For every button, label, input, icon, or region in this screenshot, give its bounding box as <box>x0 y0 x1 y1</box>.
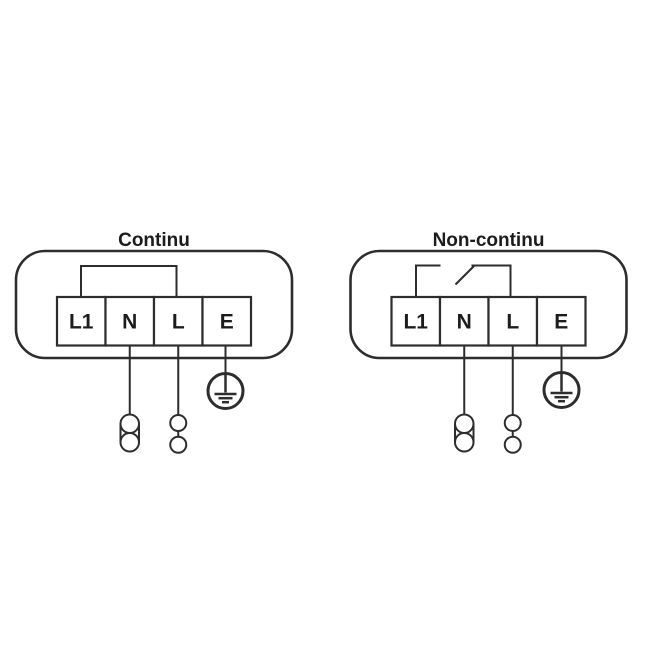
terminal-label-e: E <box>554 311 568 334</box>
switch-contact <box>415 264 512 297</box>
terminal-label-l: L <box>506 311 519 334</box>
terminal-box-l1 <box>55 295 107 347</box>
ring-terminals-connector-icon <box>503 414 522 454</box>
diagram-title: Continu <box>118 230 190 251</box>
terminal-label-e: E <box>220 311 234 334</box>
device-enclosure <box>349 249 628 360</box>
terminal-block: L1 N L E <box>55 295 253 347</box>
terminal-label-n: N <box>457 311 472 334</box>
earth-ground-icon <box>542 371 581 409</box>
switch-output-lead <box>471 264 512 297</box>
terminal-label-l: L <box>172 311 185 334</box>
earth-ground-icon <box>206 372 245 410</box>
diagram-title: Non-continu <box>433 230 545 251</box>
diagram-continuous: Continu L1 N L E <box>14 230 294 454</box>
switch-blade <box>454 265 475 286</box>
ring-terminals-connector-icon <box>169 414 188 454</box>
twin-ferrule-connector-icon <box>119 413 140 453</box>
terminal-box-n <box>438 295 490 347</box>
terminal-block: L1 N L E <box>390 295 587 347</box>
terminal-label-l1: L1 <box>69 311 94 334</box>
device-enclosure <box>14 249 294 360</box>
switch-fixed-lead <box>415 264 441 297</box>
terminal-label-n: N <box>122 311 137 334</box>
terminal-label-l1: L1 <box>403 311 428 334</box>
twin-ferrule-connector-icon <box>454 413 475 453</box>
terminal-box-e <box>535 295 587 347</box>
diagram-non-continuous: Non-continu L1 N L E <box>349 230 628 454</box>
jumper-wire <box>80 265 178 297</box>
terminal-box-e <box>201 295 253 347</box>
